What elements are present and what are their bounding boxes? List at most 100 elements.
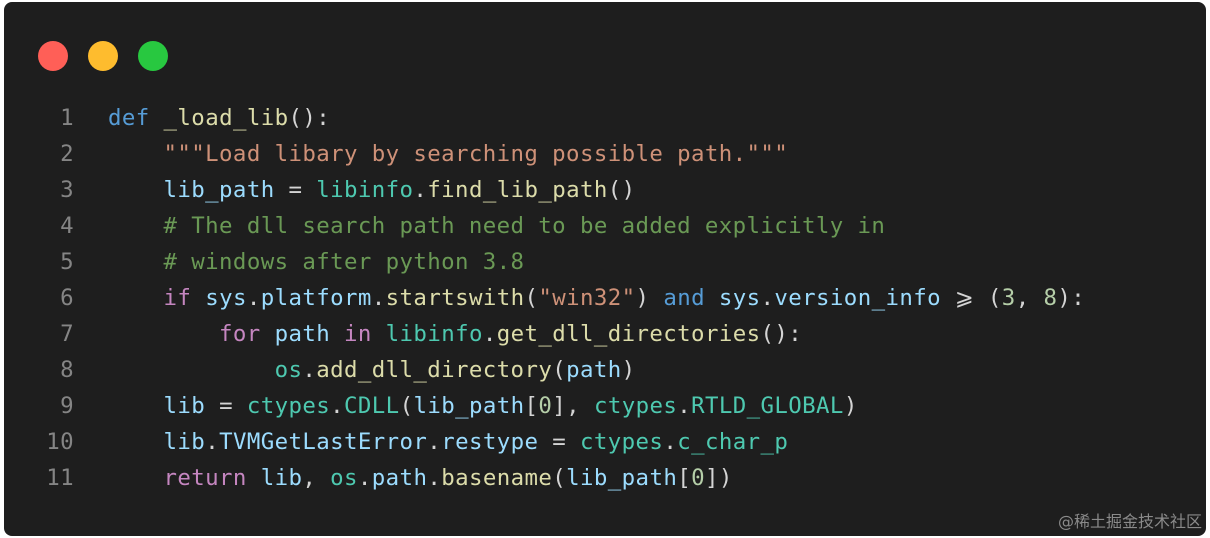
code-token: os: [330, 465, 358, 491]
code-token: version_info: [774, 285, 941, 311]
code-token: .: [246, 285, 261, 311]
code-token: _load_lib: [163, 105, 289, 131]
code-token: (: [552, 357, 567, 383]
code-token: =: [274, 177, 317, 203]
line-number: 4: [60, 213, 74, 239]
line-number: 3: [60, 177, 74, 203]
code-token: [330, 321, 344, 347]
code-token: os: [274, 357, 303, 383]
code-token: ): [621, 357, 636, 383]
code-token: lib_path: [413, 393, 525, 419]
code-token: (): [607, 177, 636, 203]
code-token: return: [163, 465, 247, 491]
code-text: lib.TVMGetLastError.restype = ctypes.c_c…: [108, 424, 788, 460]
code-line: 6 if sys.platform.startswith("win32") an…: [4, 280, 1206, 316]
code-token: [108, 393, 164, 419]
code-token: "win32": [538, 285, 636, 311]
code-token: ():: [288, 105, 331, 131]
code-token: ):: [1057, 285, 1086, 311]
code-token: # windows after python 3.8: [163, 249, 525, 275]
code-text: return lib, os.path.basename(lib_path[0]…: [108, 460, 733, 496]
code-line: 3 lib_path = libinfo.find_lib_path(): [4, 172, 1206, 208]
code-token: .: [760, 285, 775, 311]
code-token: add_dll_directory: [316, 357, 553, 383]
close-dot-icon[interactable]: [38, 41, 68, 71]
code-token: 8: [1043, 285, 1058, 311]
code-token: if: [163, 285, 192, 311]
code-token: lib: [260, 465, 303, 491]
code-token: 3: [1001, 285, 1016, 311]
code-token: # The dll search path need to be added e…: [163, 213, 886, 239]
line-number: 1: [60, 105, 74, 131]
window-titlebar: [4, 2, 1206, 92]
code-token: [108, 465, 164, 491]
code-line: 10 lib.TVMGetLastError.restype = ctypes.…: [4, 424, 1206, 460]
code-token: ():: [760, 321, 803, 347]
zoom-dot-icon[interactable]: [138, 41, 168, 71]
code-text: """Load libary by searching possible pat…: [108, 136, 788, 172]
code-token: ): [635, 285, 664, 311]
code-token: restype: [441, 429, 539, 455]
code-token: 0: [691, 465, 705, 491]
code-token: .: [677, 393, 692, 419]
code-token: ctypes: [593, 393, 678, 419]
code-text: lib = ctypes.CDLL(lib_path[0], ctypes.RT…: [108, 388, 858, 424]
code-token: find_lib_path: [427, 177, 608, 203]
code-token: lib: [163, 393, 206, 419]
code-text: def _load_lib():: [108, 100, 330, 136]
code-line: 7 for path in libinfo.get_dll_directorie…: [4, 316, 1206, 352]
code-token: platform: [260, 285, 372, 311]
code-token: [108, 177, 164, 203]
code-token: (: [552, 465, 567, 491]
code-token: ]): [704, 465, 733, 491]
code-token: .: [330, 393, 345, 419]
code-token: startswith: [385, 285, 525, 311]
code-token: .: [663, 429, 678, 455]
code-token: (: [524, 285, 539, 311]
code-token: ctypes: [580, 429, 664, 455]
code-token: [108, 357, 275, 383]
code-token: .: [413, 177, 428, 203]
code-token: for: [219, 321, 261, 347]
code-token: .: [427, 429, 442, 455]
code-token: ): [843, 393, 858, 419]
code-token: ],: [552, 393, 594, 419]
code-line: 8 os.add_dll_directory(path): [4, 352, 1206, 388]
code-token: lib_path: [163, 177, 275, 203]
code-text: if sys.platform.startswith("win32") and …: [108, 280, 1085, 316]
line-number: 2: [60, 141, 74, 167]
code-token: [108, 213, 164, 239]
code-line: 1 def _load_lib():: [4, 100, 1206, 136]
code-token: [108, 321, 219, 347]
line-number: 8: [60, 357, 74, 383]
code-token: def: [108, 105, 150, 131]
code-token: TVMGetLastError: [219, 429, 428, 455]
watermark: @稀土掘金技术社区: [1057, 512, 1202, 531]
line-number: 10: [46, 429, 74, 455]
code-token: RTLD_GLOBAL: [691, 393, 844, 419]
line-number: 6: [60, 285, 74, 311]
code-token: .: [371, 285, 386, 311]
code-token: ,: [302, 465, 331, 491]
code-token: libinfo: [385, 321, 483, 347]
code-token: [191, 285, 205, 311]
code-text: for path in libinfo.get_dll_directories(…: [108, 316, 802, 352]
line-number: 11: [46, 465, 74, 491]
minimize-dot-icon[interactable]: [88, 41, 118, 71]
code-token: [372, 321, 386, 347]
line-number: 5: [60, 249, 74, 275]
code-token: libinfo: [316, 177, 414, 203]
code-token: [108, 429, 164, 455]
code-token: basename: [441, 465, 553, 491]
code-token: sys: [718, 285, 761, 311]
code-token: .: [357, 465, 372, 491]
line-number: 7: [60, 321, 74, 347]
code-token: [108, 249, 164, 275]
code-token: [150, 105, 164, 131]
code-token: [705, 285, 719, 311]
code-token: 0: [538, 393, 553, 419]
code-text: # The dll search path need to be added e…: [108, 208, 885, 244]
code-line: 11 return lib, os.path.basename(lib_path…: [4, 460, 1206, 496]
code-text: # windows after python 3.8: [108, 244, 524, 280]
